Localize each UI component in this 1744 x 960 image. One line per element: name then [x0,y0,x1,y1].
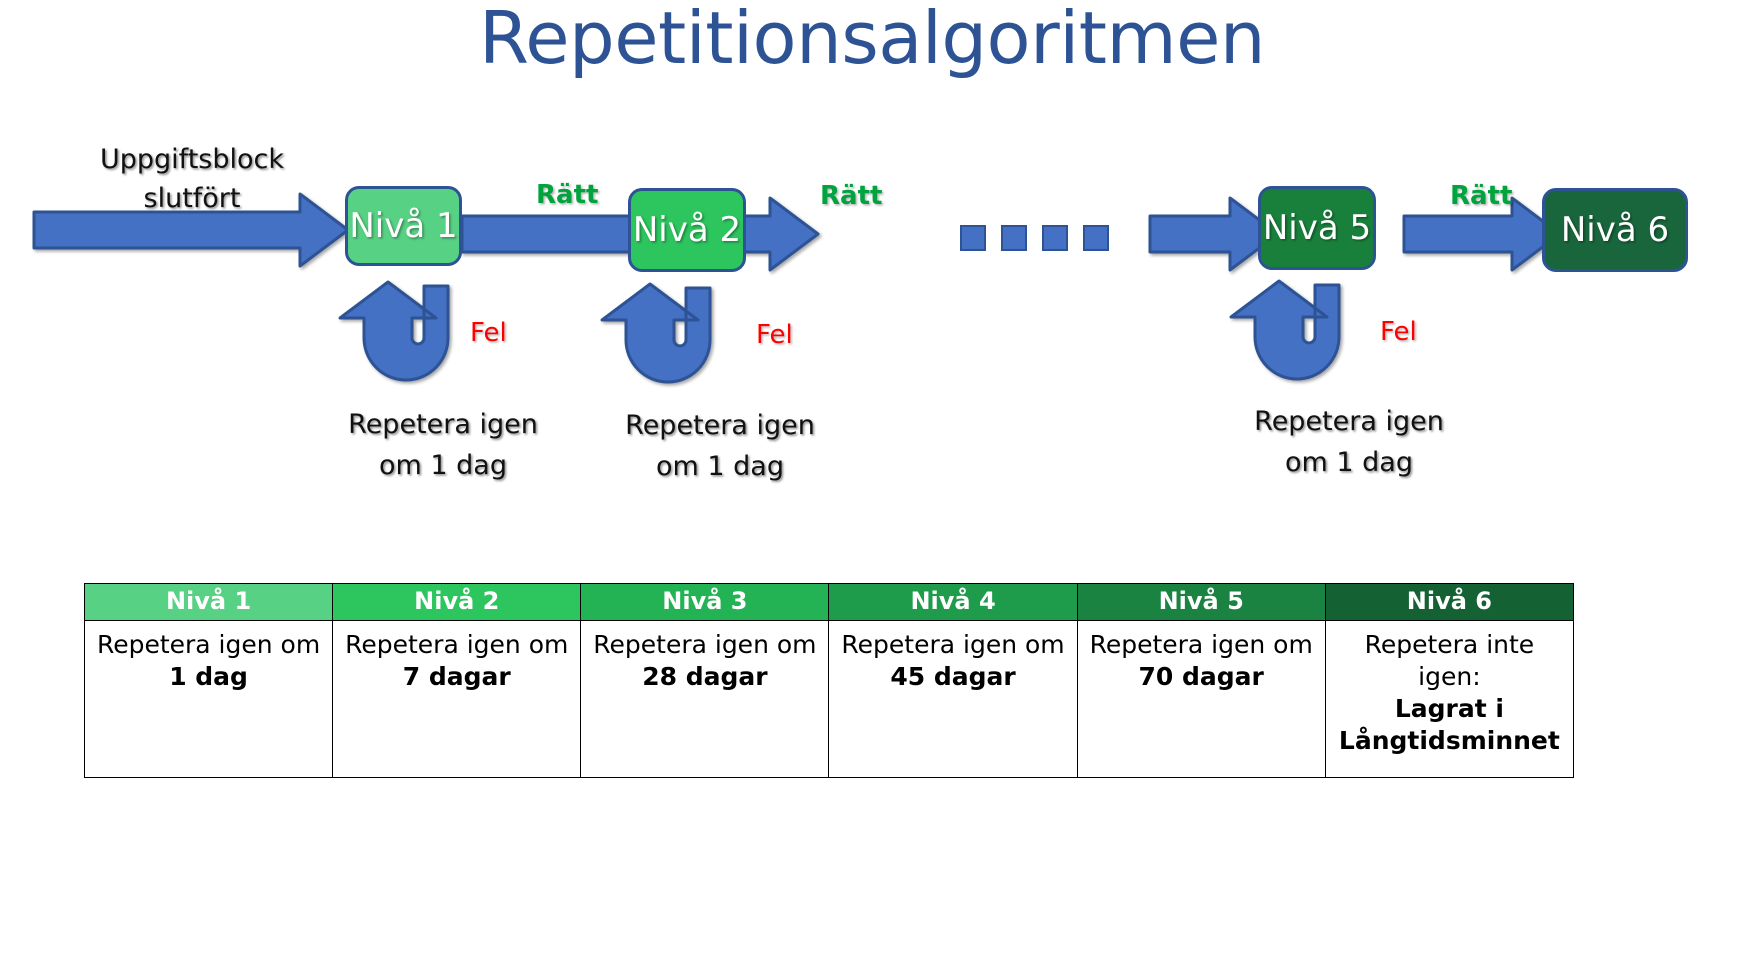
cell-top-text: Repetera igen om [345,630,569,659]
table-header-niva-2: Nivå 2 [332,583,582,621]
table-row: Repetera igen om 1 dag Repetera igen om … [83,620,1575,778]
cell-bottom-text: 45 dagar [890,662,1016,691]
error-label-level1: Fel [470,318,507,348]
flow-node-niva-1[interactable]: Nivå 1 [345,186,462,266]
table-cell-niva-1: Repetera igen om 1 dag [83,620,334,778]
cell-top-text: Repetera igen om [841,630,1065,659]
repeat-label-level5: Repetera igen om 1 dag [1229,402,1469,483]
table-header-niva-1: Nivå 1 [83,583,334,621]
error-label-level2: Fel [756,320,793,350]
repeat-label-level1: Repetera igen om 1 dag [323,405,563,486]
table-header-niva-5: Nivå 5 [1076,583,1326,621]
repeat-label-line1: Repetera igen [1254,406,1444,437]
flow-diagram: Uppgiftsblock slutfört Nivå 1 Nivå 2 Niv… [32,140,1688,487]
arrow-level5-to-level6 [1402,196,1562,272]
repeat-label-line2: om 1 dag [379,449,507,481]
ellipsis-dot-icon [1001,225,1027,251]
flow-node-niva-6[interactable]: Nivå 6 [1542,188,1688,272]
cell-top-text: Repetera igen om [96,630,321,659]
cell-top-text: Repetera igen om [593,630,817,659]
correct-label-level1: Rätt [536,180,599,210]
cell-bottom-text: 1 dag [169,662,248,691]
table-header-niva-6: Nivå 6 [1324,583,1575,621]
repeat-label-line1: Repetera igen [348,409,538,440]
table-header-niva-3: Nivå 3 [580,583,830,621]
page-title: Repetitionsalgoritmen [478,0,1266,80]
ellipsis-dot-icon [960,225,986,251]
cell-bottom-text: 7 dagar [402,662,511,691]
table-cell-niva-4: Repetera igen om 45 dagar [828,620,1078,778]
table-cell-niva-3: Repetera igen om 28 dagar [580,620,830,778]
table-cell-niva-5: Repetera igen om 70 dagar [1076,620,1326,778]
ellipsis-dot-icon [1083,225,1109,251]
repeat-label-line2: om 1 dag [1285,446,1413,478]
table-header-niva-4: Nivå 4 [828,583,1078,621]
loop-arrow-level2 [600,282,712,384]
entry-label-line1: Uppgiftsblock [100,144,285,175]
correct-label-level2: Rätt [820,181,883,211]
correct-label-level5: Rätt [1450,181,1513,211]
entry-label-line2: slutfört [143,183,241,215]
flow-node-niva-5[interactable]: Nivå 5 [1258,186,1376,270]
loop-arrow-level5 [1229,279,1341,381]
repeat-label-line1: Repetera igen [625,410,815,441]
repeat-label-line2: om 1 dag [656,450,784,482]
flow-arrow-layer [32,192,1562,384]
table-header-row: Nivå 1 Nivå 2 Nivå 3 Nivå 4 Nivå 5 Nivå … [83,583,1575,621]
repeat-label-level2: Repetera igen om 1 dag [600,406,840,487]
ellipsis-dot-icon [1042,225,1068,251]
arrow-ellipsis-to-level5 [1148,196,1280,272]
flow-node-niva-2[interactable]: Nivå 2 [628,188,746,272]
entry-arrow [32,192,350,268]
error-label-level5: Fel [1380,317,1417,347]
cell-top-text: Repetera igen om [1089,630,1313,659]
table-cell-niva-2: Repetera igen om 7 dagar [332,620,582,778]
cell-bottom-text: 70 dagar [1138,662,1264,691]
cell-top-text: Repetera inte igen: [1364,630,1535,691]
loop-arrow-level1 [338,280,450,382]
cell-bottom-text: 28 dagar [642,662,768,691]
levels-table: Nivå 1 Nivå 2 Nivå 3 Nivå 4 Nivå 5 Nivå … [83,583,1575,778]
entry-label: Uppgiftsblock slutfört [100,140,284,218]
